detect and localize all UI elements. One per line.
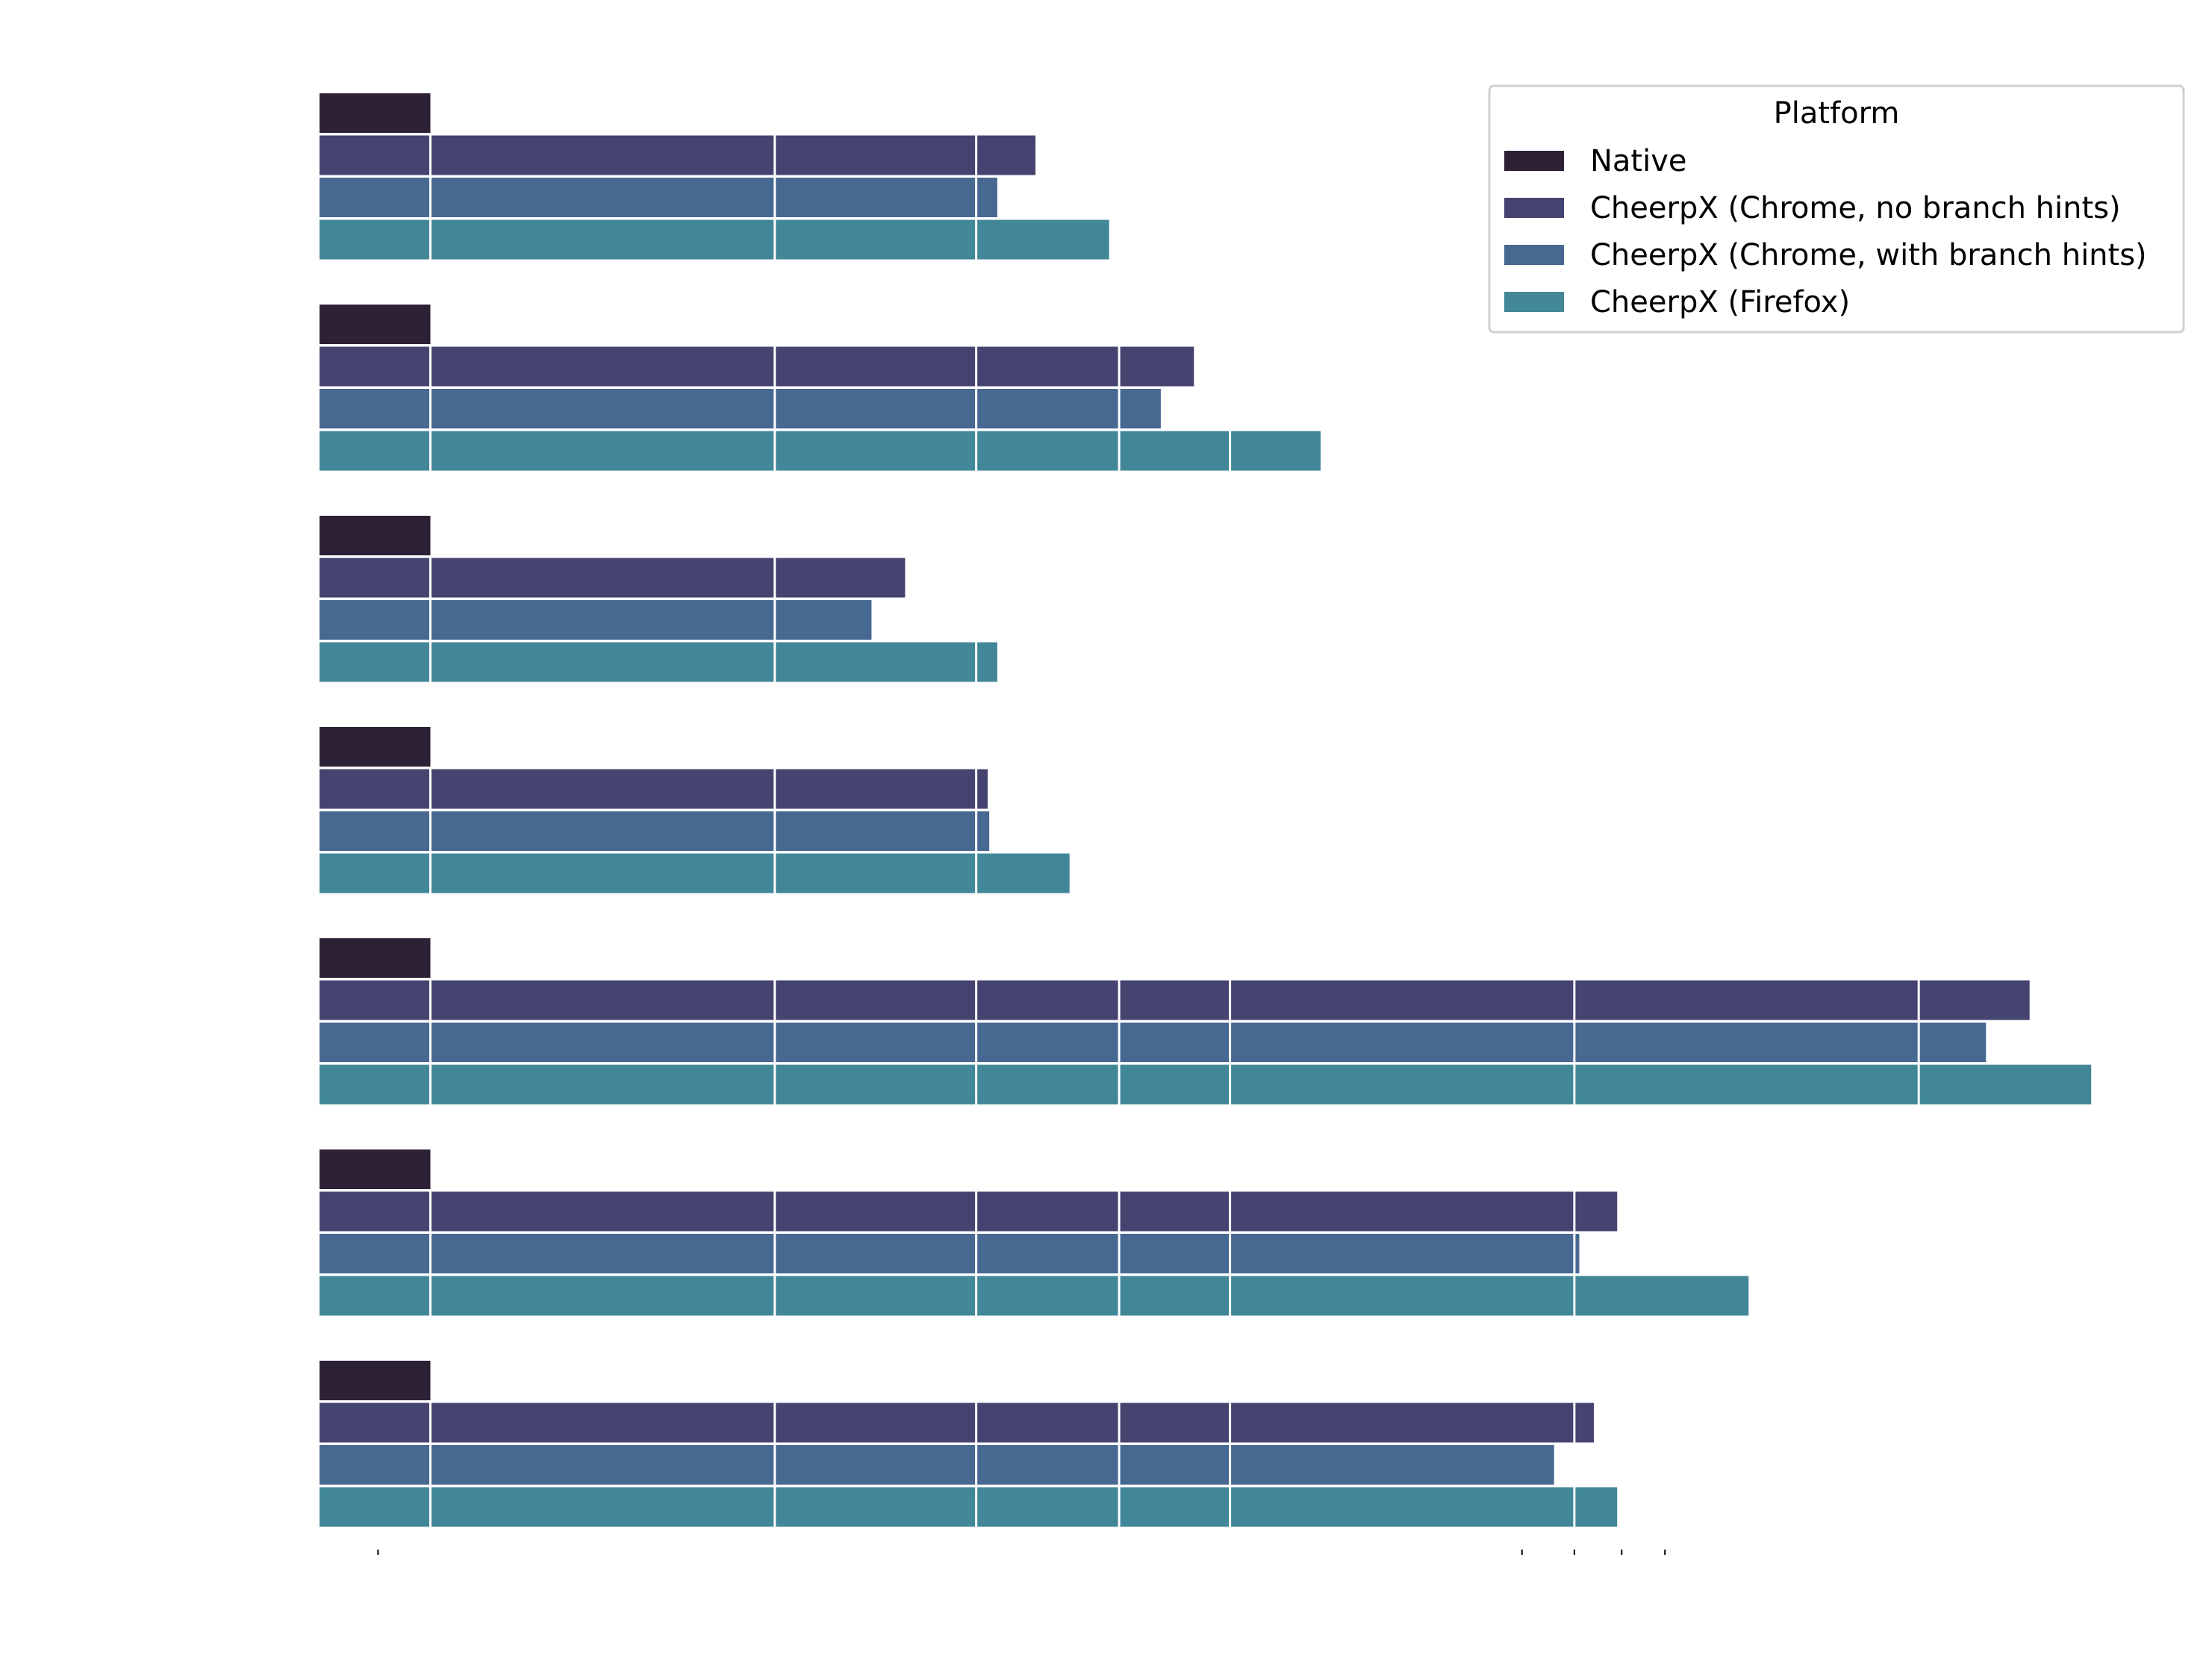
bar-group1-series1 bbox=[320, 93, 431, 133]
bar-group4-series2 bbox=[320, 769, 988, 809]
bar-group4-series3 bbox=[320, 811, 990, 851]
grid-layer bbox=[429, 135, 1920, 1527]
legend-swatch-series1 bbox=[1504, 151, 1564, 171]
legend-title: Platform bbox=[1774, 96, 1900, 131]
legend-label-series3: CheerpX (Chrome, with branch hints) bbox=[1590, 238, 2147, 272]
bar-group6-series4 bbox=[320, 1276, 1749, 1316]
bar-group1-series3 bbox=[320, 178, 997, 217]
bar-group3-series3 bbox=[320, 600, 872, 640]
bar-group3-series1 bbox=[320, 516, 431, 555]
bar-group2-series1 bbox=[320, 305, 431, 344]
bars-layer bbox=[320, 93, 2092, 1527]
bar-group5-series1 bbox=[320, 938, 431, 978]
bar-group7-series1 bbox=[320, 1361, 431, 1400]
bar-group6-series2 bbox=[320, 1191, 1618, 1232]
bar-group7-series4 bbox=[320, 1487, 1618, 1527]
bar-group1-series2 bbox=[320, 135, 1035, 175]
bar-group7-series3 bbox=[320, 1445, 1554, 1485]
legend-label-series1: Native bbox=[1590, 144, 1687, 178]
bar-group3-series4 bbox=[320, 642, 997, 682]
bar-group4-series4 bbox=[320, 853, 1070, 893]
bar-group7-series2 bbox=[320, 1403, 1594, 1443]
bar-group2-series2 bbox=[320, 346, 1194, 387]
bar-group6-series1 bbox=[320, 1149, 431, 1189]
bar-group5-series2 bbox=[320, 980, 2030, 1020]
bar-group2-series4 bbox=[320, 431, 1321, 471]
legend-swatch-series4 bbox=[1504, 292, 1564, 312]
bar-group5-series3 bbox=[320, 1023, 1987, 1062]
bar-group3-series2 bbox=[320, 558, 906, 598]
legend-frame bbox=[1488, 84, 2185, 334]
legend-label-series4: CheerpX (Firefox) bbox=[1590, 285, 1850, 319]
bar-group4-series1 bbox=[320, 727, 431, 767]
bar-group1-series4 bbox=[320, 219, 1109, 260]
bar-group5-series4 bbox=[320, 1064, 2092, 1105]
bar-group2-series3 bbox=[320, 389, 1161, 428]
legend-swatch-series2 bbox=[1504, 198, 1564, 218]
legend-label-series2: CheerpX (Chrome, no branch hints) bbox=[1590, 191, 2121, 225]
legend-swatch-series3 bbox=[1504, 245, 1564, 265]
x-axis-ticks bbox=[377, 1550, 1666, 1555]
bar-group6-series3 bbox=[320, 1234, 1580, 1273]
